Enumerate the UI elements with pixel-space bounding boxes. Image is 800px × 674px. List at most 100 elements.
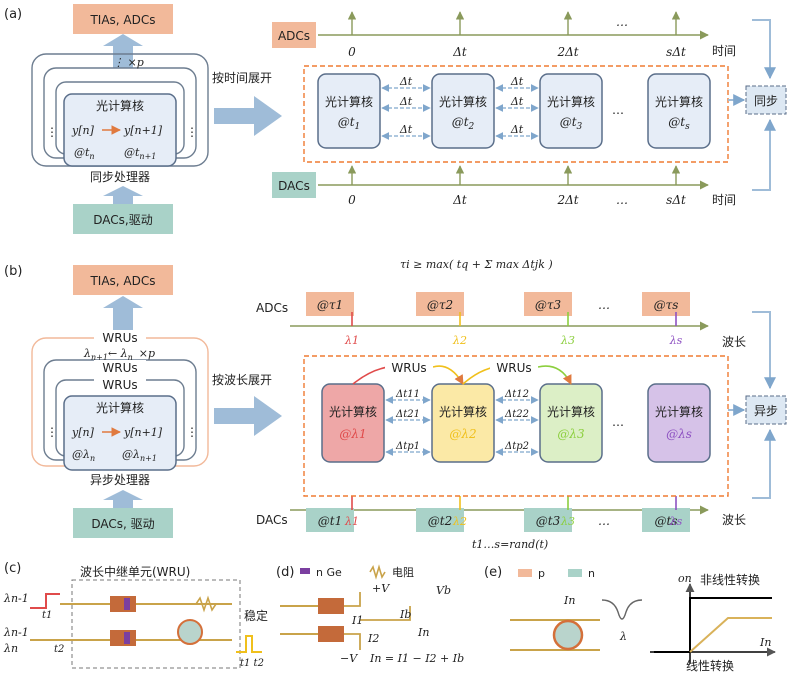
- unfold-label-b: 按波长展开: [212, 373, 272, 387]
- core-array-frame-a: [303, 65, 729, 163]
- up-arrow-a: [103, 34, 143, 68]
- core-block-b: [539, 383, 603, 463]
- pulse-1-c: [30, 593, 60, 609]
- p-swatch-e: [518, 569, 532, 577]
- unfold-arrow-a: [214, 96, 282, 136]
- dac-tick-label-a: Δt: [452, 193, 467, 207]
- resistor-c: [195, 595, 217, 613]
- dacs-driver-box-b: [73, 508, 173, 538]
- in-d: In: [417, 626, 429, 639]
- core-block-a: [317, 73, 381, 149]
- ge-2-c: [124, 632, 130, 644]
- core-title-b: 光计算核: [96, 400, 144, 415]
- core-time-a: @t1: [338, 115, 361, 132]
- down-arrow-a: [103, 186, 143, 204]
- core-ln-b: @λn: [72, 448, 95, 463]
- n-label-e: n: [588, 567, 595, 580]
- dac-tag-box-b: [524, 508, 572, 532]
- tias-adcs-label-a: TIAs, ADCs: [89, 13, 155, 27]
- ellipsis-b: …: [612, 415, 624, 429]
- wru-box-3-b: [94, 377, 146, 391]
- core-title-a: 光计算核: [439, 94, 487, 109]
- dt-label-a: Δt: [510, 75, 524, 88]
- dacs-label-b: DACs: [256, 513, 288, 527]
- adc-tick-label-a: sΔt: [666, 45, 686, 59]
- ring-e: [552, 619, 584, 651]
- wru-top-2-b: WRUs: [496, 361, 531, 375]
- wru-arc-4-b: [537, 365, 572, 385]
- core-lambda-b: @λ2: [449, 427, 476, 441]
- dac-tag-b: …: [598, 514, 610, 528]
- dt-label-b: Δt21: [395, 409, 420, 420]
- core-title-a: 光计算核: [547, 94, 595, 109]
- dt-label-b: Δt11: [395, 389, 420, 400]
- core-title-a: 光计算核: [655, 94, 703, 109]
- adc-lambda-label-b: λ1: [344, 334, 359, 347]
- input-2-c: λn-1: [3, 626, 29, 639]
- cores-a: 光计算核@t1光计算核@t2光计算核@t3光计算核@tsΔtΔtΔtΔtΔtΔt…: [317, 73, 711, 149]
- plus-v-d: +V: [372, 582, 390, 595]
- core-title-b: 光计算核: [329, 404, 377, 419]
- dac-lambda-label-b: λ3: [560, 515, 575, 528]
- dt-label-b: Δtp2: [504, 441, 529, 452]
- repeat-label-a: ⋮ ×p: [113, 56, 144, 69]
- panel-a-tag: (a): [4, 7, 22, 22]
- sync-bracket-bottom-a: [752, 118, 776, 191]
- core-title-b: 光计算核: [655, 404, 703, 419]
- dt-label-a: Δt: [510, 123, 524, 136]
- dac-tick-label-a: sΔt: [666, 193, 686, 207]
- equation-d: In = I1 − I2 + Ib: [369, 652, 464, 665]
- core-lambda-b: @λ3: [557, 427, 585, 441]
- core-tn1-a: @tn+1: [124, 146, 156, 161]
- vb-d: Vb: [436, 584, 451, 597]
- dac-tag-b: @t2: [428, 514, 452, 528]
- vdots-right-a: ⋮: [186, 125, 198, 139]
- dac-tag-box-b: [642, 508, 690, 532]
- lambda-label-e: λ: [619, 630, 627, 643]
- core-block-b: [321, 383, 385, 463]
- adc-axis-label-a: 时间: [712, 44, 736, 58]
- tias-adcs-box-a: [73, 4, 173, 34]
- core-in-a: y[n]: [71, 124, 95, 137]
- adcs-label-b: ADCs: [256, 301, 288, 315]
- wru-label-1-b: WRUs: [102, 331, 137, 345]
- panel-e-tag: (e): [484, 565, 502, 580]
- core-block-a: [647, 73, 711, 149]
- wru-arc-2-b: [432, 365, 464, 385]
- async-bracket-top-b: [752, 311, 776, 390]
- cores-b: 光计算核@λ1光计算核@λ2光计算核@λ3光计算核@λsΔt11Δt21Δtp1…: [321, 365, 711, 463]
- stable-label-c: 稳定: [244, 608, 268, 623]
- i2-d: I2: [367, 632, 379, 645]
- p-label-e: p: [538, 567, 545, 580]
- core-title-a: 光计算核: [96, 98, 144, 113]
- nge-swatch-d: [300, 568, 310, 574]
- processor-label-a: 同步处理器: [90, 170, 150, 184]
- adc-lambda-label-b: λ3: [560, 334, 575, 347]
- adc-tag-b: @τ3: [535, 298, 562, 312]
- detector-1-d: [318, 598, 344, 614]
- adc-tag-b: @τ1: [317, 298, 343, 312]
- core-block-b: [647, 383, 711, 463]
- core-lambda-b: @λs: [666, 427, 692, 441]
- spectrum-e: [601, 599, 643, 620]
- wru-label-top-1: [385, 359, 433, 375]
- in-axis-label-e: In: [759, 636, 771, 649]
- on-label-e: on: [678, 572, 692, 585]
- formula-b: τi ≥ max( tq + Σ max Δtjk ): [400, 258, 553, 271]
- core-out-b: y[n+1]: [123, 426, 163, 439]
- dac-tag-b: @ts: [655, 514, 678, 528]
- dt-label-b: Δt12: [504, 389, 529, 400]
- dac-tick-label-a: 0: [348, 193, 356, 207]
- adcs-box-a: [272, 22, 316, 48]
- panel-b-tag: (b): [4, 264, 22, 279]
- nonlinear-label-e: 非线性转换: [700, 572, 760, 587]
- detector-1-c: [110, 596, 136, 612]
- sync-label-a: 同步: [754, 94, 778, 108]
- unfold-arrow-b: [214, 396, 282, 436]
- dac-tick-label-a: …: [616, 193, 628, 207]
- dac-tag-b: @t1: [318, 514, 342, 528]
- adc-tag-b: @τ2: [427, 298, 453, 312]
- core-title-a: 光计算核: [325, 94, 373, 109]
- adc-tick-label-a: 2Δt: [556, 45, 578, 59]
